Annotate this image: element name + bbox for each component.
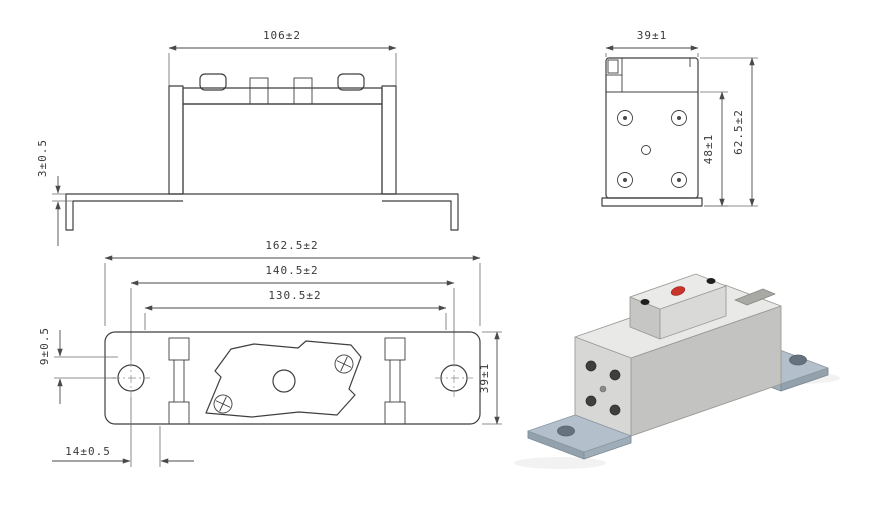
side-plate (605, 57, 699, 199)
bracket-wall-right (381, 85, 397, 195)
fuse-element-outline (205, 340, 362, 418)
bottom-dim-hole-spacing-label: 140.5±2 (265, 264, 318, 277)
cover-screw-right (706, 278, 716, 284)
foot-hole-right (789, 354, 807, 366)
foot-left-3d (527, 414, 632, 460)
element-screw-bottom (213, 394, 233, 414)
cover-screw-left (640, 299, 650, 305)
element-screw-top (334, 354, 354, 374)
element-center-hole (272, 369, 296, 393)
bottom-dim-inner-spacing: 130.5±2 (144, 289, 447, 330)
terminal-tab-right (337, 73, 365, 91)
bottom-dim-width-label: 39±1 (478, 363, 491, 394)
bottom-dim-overall: 162.5±2 (104, 239, 481, 326)
side-dim-plate-height-label: 48±1 (702, 134, 715, 165)
bottom-dim-hole-spacing: 140.5±2 (130, 264, 455, 360)
terminal-tab-left (199, 73, 227, 91)
front-part-outline (65, 73, 459, 231)
bracket-foot-left (65, 193, 183, 231)
bracket-tabs-right (384, 337, 406, 425)
end-face-screws (585, 360, 621, 416)
fuse-body-front (182, 103, 383, 195)
top-cover-3d (629, 273, 727, 340)
isometric-render (514, 273, 840, 469)
bottom-dim-edge-offset-label: 9±0.5 (38, 327, 51, 365)
bottom-view: 162.5±2 140.5±2 130.5±2 (38, 239, 502, 467)
side-view: 39±1 48±1 (601, 29, 758, 207)
side-dim-width: 39±1 (605, 29, 699, 57)
foot-hole-left (557, 425, 575, 437)
front-view: 106±2 3±0.5 (36, 29, 459, 246)
side-dim-width-label: 39±1 (637, 29, 668, 42)
front-dim-width-label: 106±2 (263, 29, 301, 42)
bottom-dim-width: 39±1 (478, 331, 502, 425)
side-part-outline (601, 57, 703, 207)
bottom-dim-foot-offset: 14±0.5 (52, 397, 194, 467)
bracket-foot-right (382, 193, 459, 231)
shadow-left (514, 457, 606, 469)
side-dim-total-height-label: 62.5±2 (732, 109, 745, 155)
side-dim-plate-height: 48±1 (700, 91, 728, 207)
side-center-hole (641, 145, 651, 155)
terminal-strip-3d (734, 288, 776, 306)
mount-hole-left (112, 359, 150, 397)
bottom-dim-inner-spacing-label: 130.5±2 (268, 289, 321, 302)
front-dim-foot-label: 3±0.5 (36, 139, 49, 177)
side-dim-total-height: 62.5±2 (700, 57, 758, 207)
bracket-tabs-left (168, 337, 190, 425)
side-screws (617, 110, 687, 188)
front-dim-width: 106±2 (168, 29, 397, 86)
bottom-part-outline (104, 331, 481, 425)
bracket-wall-left (168, 85, 184, 195)
front-dim-foot: 3±0.5 (36, 139, 73, 246)
side-clip-detail (607, 59, 619, 74)
bottom-dim-overall-label: 162.5±2 (265, 239, 318, 252)
end-face-center-hole (599, 385, 607, 393)
bottom-dim-foot-offset-label: 14±0.5 (65, 445, 111, 458)
mount-hole-right (435, 359, 473, 397)
red-indicator-dot (670, 286, 686, 296)
side-foot-flange (601, 197, 703, 207)
bottom-dim-edge-offset: 9±0.5 (38, 327, 118, 404)
base-plate (104, 331, 481, 425)
